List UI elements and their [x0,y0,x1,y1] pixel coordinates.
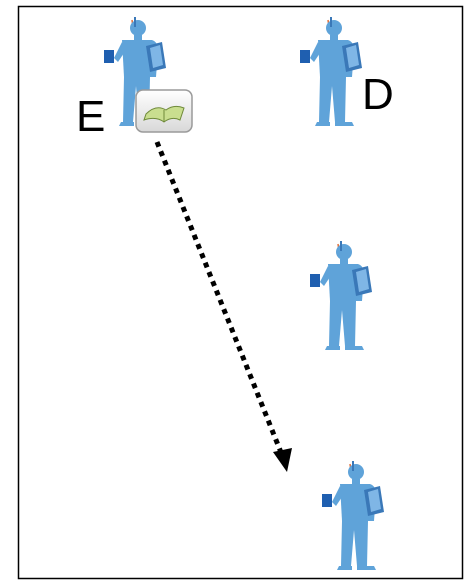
label-d: D [362,70,394,119]
arrow-head [273,448,292,472]
open-book-icon [135,89,193,133]
label-e: E [76,92,105,141]
dotted-arrow [154,141,292,472]
diagram-frame [17,5,464,580]
